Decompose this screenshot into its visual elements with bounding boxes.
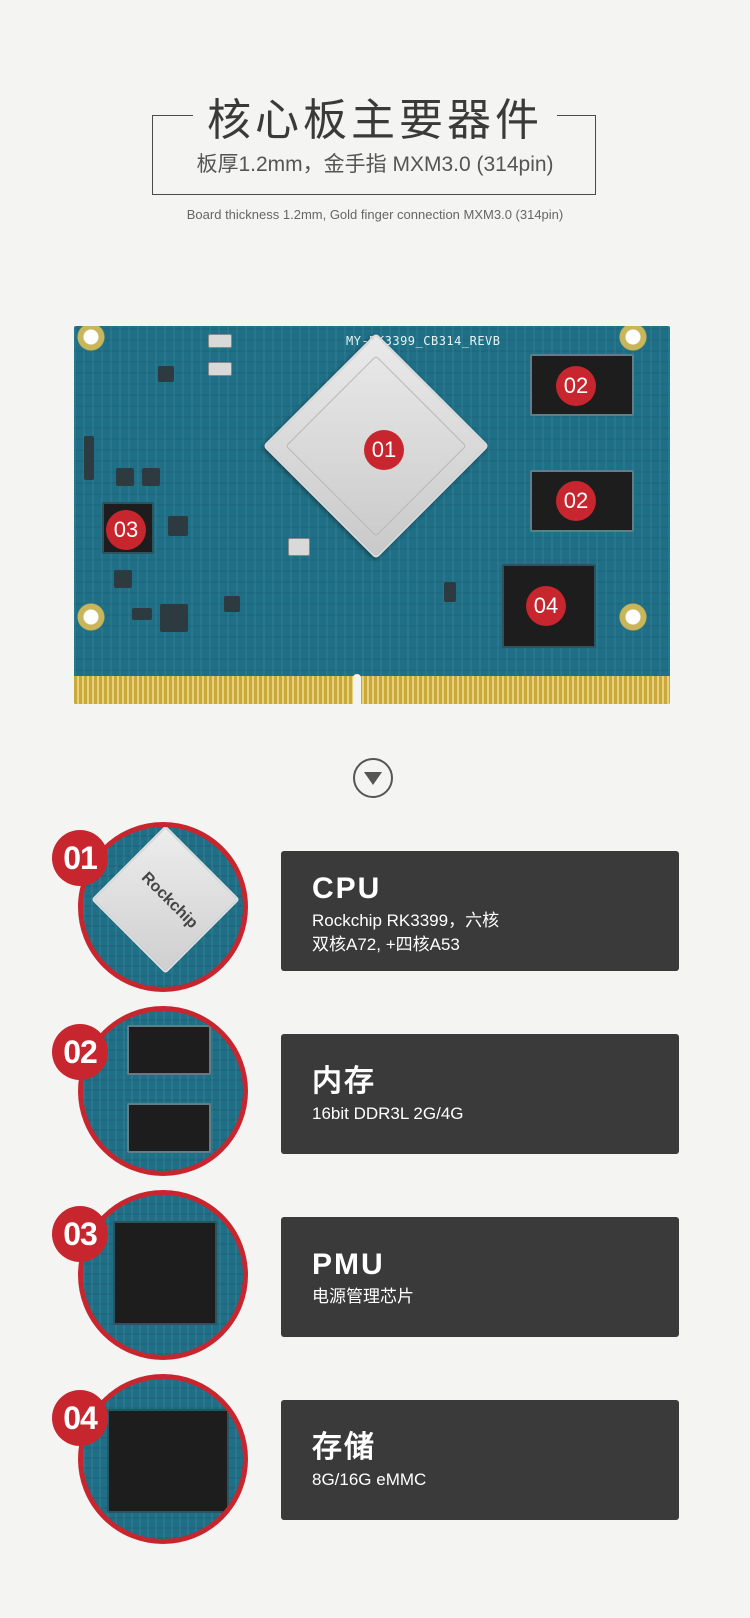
ddr-chip-closeup <box>127 1103 211 1153</box>
triangle-down-icon <box>364 772 382 785</box>
feature-desc: 8G/16G eMMC <box>312 1470 427 1489</box>
feature-image-pmu <box>78 1190 248 1360</box>
mounting-hole <box>76 602 106 632</box>
pmu-chip-closeup <box>113 1221 217 1325</box>
marker-cpu: 01 <box>364 430 404 470</box>
arrow-down-circle-icon <box>353 758 393 798</box>
feature-number-badge: 04 <box>52 1390 108 1446</box>
feature-title: PMU <box>312 1248 385 1281</box>
inductor-component <box>168 516 188 536</box>
feature-desc: Rockchip RK3399，六核 <box>312 911 500 930</box>
button-component <box>208 362 232 376</box>
marker-pmu: 03 <box>106 510 146 550</box>
smd-component <box>444 582 456 602</box>
inductor-component <box>160 604 188 632</box>
feature-number-badge: 01 <box>52 830 108 886</box>
feature-desc: 双核A72, +四核A53 <box>312 935 460 954</box>
feature-title: 存储 <box>312 1431 376 1464</box>
page-title: 核心板主要器件 <box>0 96 750 146</box>
feature-desc: 16bit DDR3L 2G/4G <box>312 1104 464 1123</box>
gold-finger-connector <box>74 676 670 704</box>
button-component <box>208 334 232 348</box>
feature-image-storage <box>78 1374 248 1544</box>
connector-notch <box>353 674 361 704</box>
smd-component <box>224 596 240 612</box>
smd-component <box>158 366 174 382</box>
feature-image-cpu: Rockchip <box>78 822 248 992</box>
feature-number-badge: 03 <box>52 1206 108 1262</box>
core-board-image: MY-RK3399_CB314_REVB 01 02 02 03 04 <box>74 326 670 704</box>
cpu-chip-closeup: Rockchip <box>91 827 240 974</box>
feature-title: 内存 <box>312 1065 376 1098</box>
crystal-component <box>288 538 310 556</box>
ddr-chip-closeup <box>127 1025 211 1075</box>
page-subtitle: 板厚1.2mm，金手指 MXM3.0 (314pin) <box>196 153 554 176</box>
smd-component <box>132 608 152 620</box>
mounting-hole <box>618 326 648 352</box>
cpu-brand-text: Rockchip <box>137 869 201 933</box>
marker-emmc: 04 <box>526 586 566 626</box>
inductor-component <box>114 570 132 588</box>
feature-card-memory: 内存 16bit DDR3L 2G/4G <box>281 1034 679 1154</box>
feature-card-cpu: CPU Rockchip RK3399，六核 双核A72, +四核A53 <box>281 851 679 971</box>
mounting-hole <box>618 602 648 632</box>
feature-card-storage: 存储 8G/16G eMMC <box>281 1400 679 1520</box>
inductor-component <box>142 468 160 486</box>
feature-desc: 电源管理芯片 <box>312 1287 414 1306</box>
feature-number-badge: 02 <box>52 1024 108 1080</box>
feature-card-pmu: PMU 电源管理芯片 <box>281 1217 679 1337</box>
mounting-hole <box>76 326 106 352</box>
emmc-chip-closeup <box>107 1409 229 1513</box>
marker-ddr: 02 <box>556 481 596 521</box>
smd-component <box>84 436 94 480</box>
feature-image-memory <box>78 1006 248 1176</box>
page-title-text: 核心板主要器件 <box>193 96 557 145</box>
marker-ddr: 02 <box>556 366 596 406</box>
page-subtitle-en: Board thickness 1.2mm, Gold finger conne… <box>186 207 564 222</box>
feature-title: CPU <box>312 872 382 905</box>
inductor-component <box>116 468 134 486</box>
